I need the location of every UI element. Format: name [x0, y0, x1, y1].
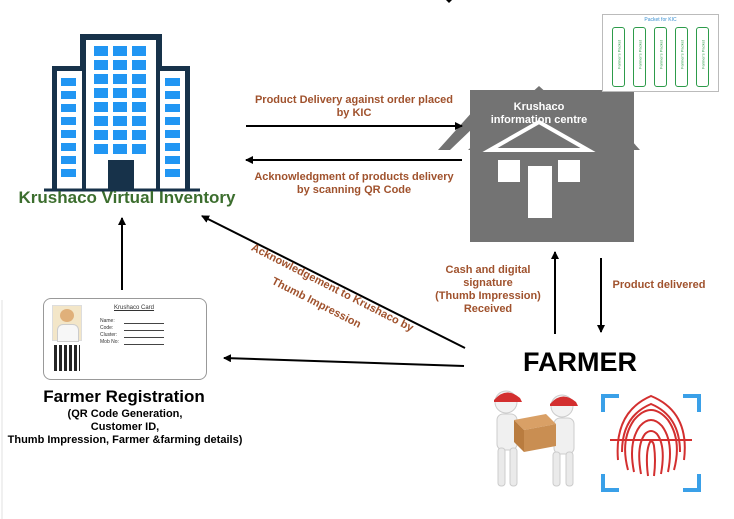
building-window [113, 88, 127, 98]
building-window [94, 46, 108, 56]
farmer-title: FARMER [523, 347, 637, 377]
building-window [94, 144, 108, 154]
information-centre-house-icon [438, 86, 640, 242]
building-window [94, 130, 108, 140]
building-window [94, 74, 108, 84]
building-window [165, 169, 180, 177]
packet-panel-title: Packet for KIC [644, 17, 677, 23]
building-window [61, 143, 76, 151]
building-window [113, 130, 127, 140]
packet-label: Farmer's Packet [700, 40, 706, 69]
building-window [61, 78, 76, 86]
card-title: Krushaco Card [114, 305, 155, 311]
card-field-mobile: Mob No: [100, 339, 119, 345]
ack-delivery-label: Acknowledgment of products delivery [254, 171, 454, 183]
packet-label: Farmer's Packet [679, 40, 685, 69]
building-window [94, 88, 108, 98]
building-window [165, 117, 180, 125]
cash-label: Cash and digital [445, 264, 531, 276]
packet-item: Farmer's Packet [633, 27, 646, 87]
building-window [94, 60, 108, 70]
packet-label: Farmer's Packet [637, 40, 643, 69]
building-window [94, 116, 108, 126]
card-field-cluster: Cluster: [100, 332, 118, 338]
building-window [165, 91, 180, 99]
info-centre-subtitle: information centre [490, 114, 588, 126]
building-window [165, 78, 180, 86]
building-window [113, 144, 127, 154]
building-window [61, 156, 76, 164]
card-field-code: Code: [100, 325, 114, 331]
building-window [132, 88, 146, 98]
cash-label-line4: Received [463, 303, 513, 315]
building-window [61, 130, 76, 138]
registration-title: Farmer Registration [43, 387, 205, 406]
building-window [113, 46, 127, 56]
registration-detail-line: (QR Code Generation, [67, 408, 183, 420]
building-window [132, 74, 146, 84]
building-window [132, 144, 146, 154]
building-window [94, 102, 108, 112]
packet-item: Farmer's Packet [612, 27, 625, 87]
packet-item: Farmer's Packet [675, 27, 688, 87]
info-centre-name: Krushaco [513, 101, 565, 113]
building-window [165, 130, 180, 138]
qr-code-icon [54, 345, 80, 371]
building-window [61, 91, 76, 99]
building-window [132, 130, 146, 140]
farmer-photo-icon [52, 305, 82, 342]
registration-detail-line: Thumb Impression, Farmer &farming detail… [7, 434, 243, 446]
packet-label: Farmer's Packet [658, 40, 664, 69]
delivery-label: Product Delivery against order placed [254, 94, 454, 106]
card-field-line [124, 337, 164, 338]
building-window [113, 116, 127, 126]
building-window [113, 60, 127, 70]
card-field-name: Name: [100, 318, 115, 324]
building-window [61, 104, 76, 112]
packet-item: Farmer's Packet [696, 27, 709, 87]
fingerprint-scanner-icon [601, 394, 701, 492]
ack-delivery-label-line2: by scanning QR Code [296, 184, 412, 196]
office-building-icon [44, 34, 200, 192]
building-window [165, 143, 180, 151]
building-window [132, 46, 146, 56]
card-field-line [124, 344, 164, 345]
building-window [165, 156, 180, 164]
building-window [165, 104, 180, 112]
cash-label-line2: signature [463, 277, 513, 289]
building-window [132, 60, 146, 70]
krushaco-card: Krushaco Card Name: Code: Cluster: Mob N… [43, 298, 207, 380]
delivery-label-line2: by KIC [336, 107, 372, 119]
cropped-title-fragment [446, 0, 452, 3]
packet-label: Farmer's Packet [616, 40, 622, 69]
card-field-line [124, 330, 164, 331]
building-window [113, 74, 127, 84]
arrow-farmer-ack-to-inventory [201, 215, 466, 349]
delivery-men-icon [494, 390, 578, 487]
building-window [132, 116, 146, 126]
arrow-farmer-to-registration [223, 354, 465, 367]
inventory-title: Krushaco Virtual Inventory [18, 188, 236, 207]
registration-detail-line: Customer ID, [90, 421, 160, 433]
product-delivered-label: Product delivered [612, 279, 706, 291]
packet-item: Farmer's Packet [654, 27, 667, 87]
cash-label-line3: (Thumb Impression) [435, 290, 541, 302]
packet-panel: Packet for KIC Farmer's Packet Farmer's … [602, 14, 719, 92]
building-window [61, 117, 76, 125]
building-window [61, 169, 76, 177]
building-window [132, 102, 146, 112]
building-window [113, 102, 127, 112]
card-field-line [124, 323, 164, 324]
